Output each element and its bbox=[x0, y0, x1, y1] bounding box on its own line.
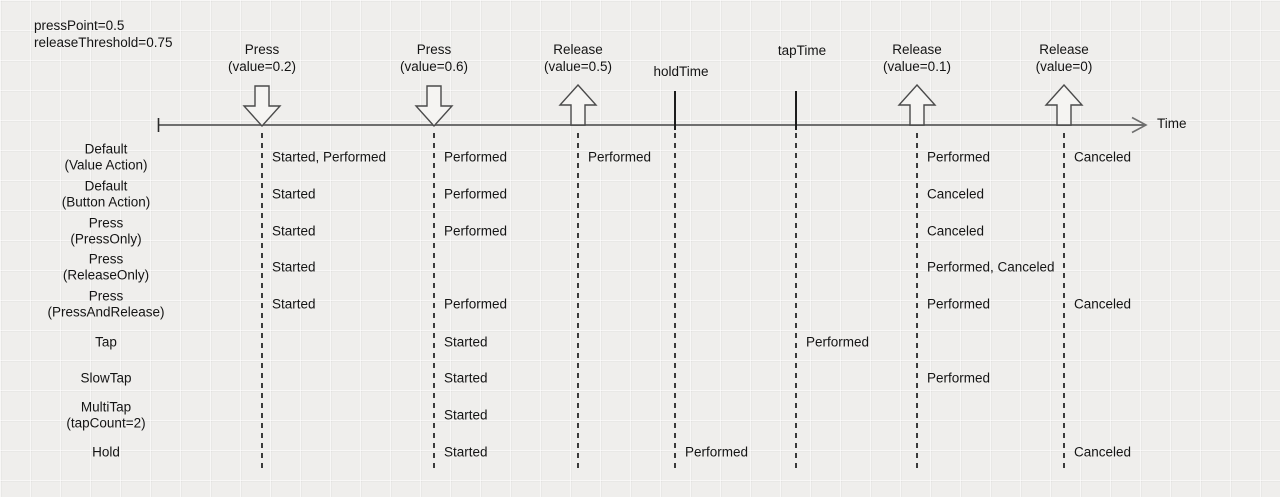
cell-default-value-action-event6: Canceled bbox=[1074, 149, 1132, 165]
event-label-hold-time: holdTime bbox=[596, 64, 766, 81]
row-label-line: MultiTap bbox=[80, 399, 132, 415]
event-dashed-line-press-value-0-2 bbox=[261, 133, 263, 470]
event-dashed-line-release-value-0-5 bbox=[577, 133, 579, 470]
event-label-line: Release bbox=[553, 42, 603, 57]
cell-slow-tap-event5: Performed bbox=[927, 370, 991, 386]
row-label-line: Press bbox=[88, 288, 124, 304]
row-label-line: SlowTap bbox=[80, 370, 132, 386]
release-value-0-5-arrow-up-icon bbox=[558, 84, 598, 126]
cell-hold-event3: Performed bbox=[685, 444, 749, 460]
row-label-line: Default bbox=[84, 178, 128, 194]
row-label-default-value-action: Default(Value Action) bbox=[11, 142, 201, 173]
row-label-line: Press bbox=[88, 251, 124, 267]
event-label-press-value-0-6: Press(value=0.6) bbox=[349, 42, 519, 75]
event-label-line: Press bbox=[244, 42, 280, 57]
event-dashed-line-release-value-0-1 bbox=[916, 133, 918, 470]
row-label-line: Press bbox=[88, 215, 124, 231]
cell-press-press-only-event5: Canceled bbox=[927, 223, 985, 239]
event-label-line: (value=0.2) bbox=[228, 58, 296, 74]
event-label-line: Release bbox=[1039, 42, 1089, 57]
cell-default-value-action-event2: Performed bbox=[588, 149, 652, 165]
cell-press-press-and-release-event1: Performed bbox=[444, 296, 508, 312]
param-release-threshold: releaseThreshold=0.75 bbox=[34, 35, 173, 50]
row-label-press-press-only: Press(PressOnly) bbox=[11, 216, 201, 247]
row-label-line: Tap bbox=[95, 334, 117, 350]
event-label-line: Press bbox=[416, 42, 452, 57]
cell-default-button-action-event5: Canceled bbox=[927, 186, 985, 202]
press-value-0-2-arrow-down-icon bbox=[242, 85, 282, 127]
event-label-line: (value=0.5) bbox=[544, 58, 612, 74]
cell-press-press-and-release-event0: Started bbox=[272, 296, 316, 312]
row-label-line: (PressOnly) bbox=[70, 231, 142, 246]
event-dashed-line-tap-time bbox=[795, 133, 797, 470]
event-label-tap-time: tapTime bbox=[717, 43, 887, 60]
event-dashed-line-press-value-0-6 bbox=[433, 133, 435, 470]
cell-press-release-only-event5: Performed, Canceled bbox=[927, 259, 1055, 275]
row-label-line: (tapCount=2) bbox=[66, 415, 146, 430]
event-label-line: Release bbox=[892, 42, 942, 57]
hold-time-tick-line bbox=[674, 91, 676, 130]
cell-default-value-action-event0: Started, Performed bbox=[272, 149, 387, 165]
row-label-line: (PressAndRelease) bbox=[47, 304, 165, 319]
cell-default-button-action-event0: Started bbox=[272, 186, 316, 202]
event-label-line: (value=0.1) bbox=[883, 58, 951, 74]
cell-default-button-action-event1: Performed bbox=[444, 186, 508, 202]
row-label-press-release-only: Press(ReleaseOnly) bbox=[11, 252, 201, 283]
cell-tap-event1: Started bbox=[444, 334, 488, 350]
event-label-line: (value=0.6) bbox=[400, 58, 468, 74]
row-label-tap: Tap bbox=[11, 334, 201, 350]
release-value-0-1-arrow-up-icon bbox=[897, 84, 937, 126]
time-axis-label: Time bbox=[1157, 116, 1187, 131]
event-label-release-value-0-1: Release(value=0.1) bbox=[832, 42, 1002, 75]
press-value-0-6-arrow-down-icon bbox=[414, 85, 454, 127]
row-label-line: (ReleaseOnly) bbox=[62, 267, 150, 282]
event-label-line: tapTime bbox=[777, 43, 827, 58]
tap-time-tick-line bbox=[795, 91, 797, 130]
cell-hold-event1: Started bbox=[444, 444, 488, 460]
cell-press-press-and-release-event5: Performed bbox=[927, 296, 991, 312]
cell-hold-event6: Canceled bbox=[1074, 444, 1132, 460]
cell-press-release-only-event0: Started bbox=[272, 259, 316, 275]
cell-default-value-action-event5: Performed bbox=[927, 149, 991, 165]
row-label-line: (Button Action) bbox=[61, 194, 151, 209]
cell-slow-tap-event1: Started bbox=[444, 370, 488, 386]
cell-press-press-only-event1: Performed bbox=[444, 223, 508, 239]
event-dashed-line-release-value-0 bbox=[1063, 133, 1065, 470]
time-axis-arrowhead-icon bbox=[1131, 116, 1148, 134]
event-label-line: (value=0) bbox=[1035, 58, 1093, 74]
cell-default-value-action-event1: Performed bbox=[444, 149, 508, 165]
event-label-release-value-0-5: Release(value=0.5) bbox=[493, 42, 663, 75]
release-value-0-arrow-up-icon bbox=[1044, 84, 1084, 126]
row-label-press-press-and-release: Press(PressAndRelease) bbox=[11, 289, 201, 320]
cell-press-press-only-event0: Started bbox=[272, 223, 316, 239]
event-label-release-value-0: Release(value=0) bbox=[979, 42, 1149, 75]
row-label-default-button-action: Default(Button Action) bbox=[11, 179, 201, 210]
row-label-line: Default bbox=[84, 141, 128, 157]
row-label-line: (Value Action) bbox=[64, 157, 148, 172]
event-label-press-value-0-2: Press(value=0.2) bbox=[177, 42, 347, 75]
row-label-hold: Hold bbox=[11, 444, 201, 460]
cell-multi-tap-event1: Started bbox=[444, 407, 488, 423]
row-label-multi-tap: MultiTap(tapCount=2) bbox=[11, 400, 201, 431]
parameters-block: pressPoint=0.5 releaseThreshold=0.75 bbox=[34, 17, 172, 51]
cell-tap-event4: Performed bbox=[806, 334, 870, 350]
event-dashed-line-hold-time bbox=[674, 133, 676, 470]
event-label-line: holdTime bbox=[653, 64, 709, 79]
row-label-slow-tap: SlowTap bbox=[11, 370, 201, 386]
cell-press-press-and-release-event6: Canceled bbox=[1074, 296, 1132, 312]
row-label-line: Hold bbox=[92, 444, 120, 460]
param-press-point: pressPoint=0.5 bbox=[34, 18, 125, 33]
